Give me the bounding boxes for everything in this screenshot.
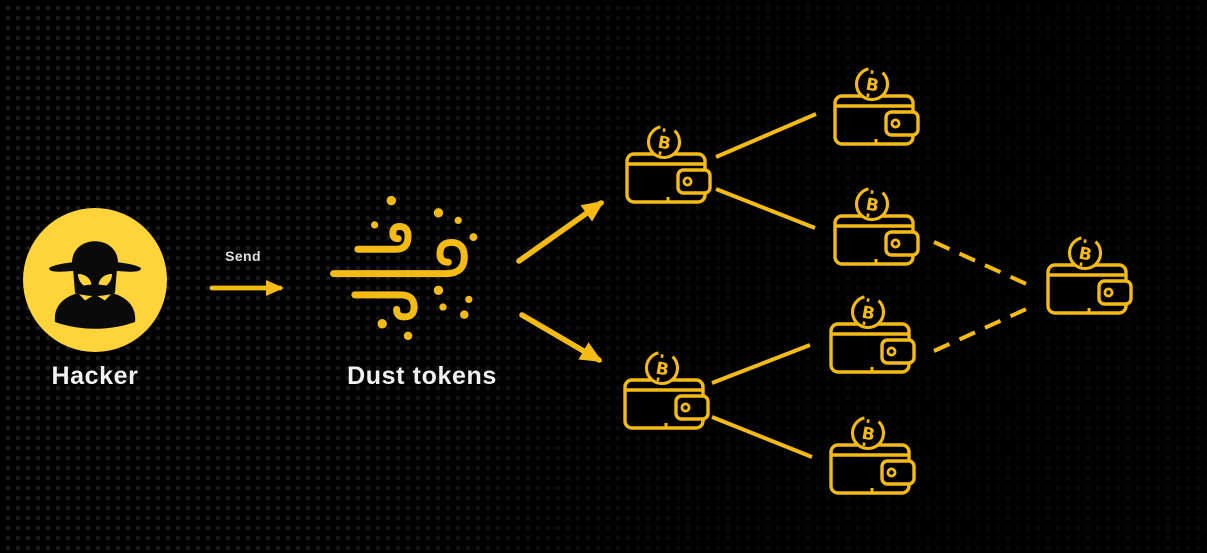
hacker-node (23, 208, 167, 352)
send-label: Send (225, 248, 261, 264)
wallet-right-2 (830, 185, 922, 269)
wallet-final (1043, 234, 1135, 318)
hacker-label: Hacker (51, 362, 139, 390)
wallet-mid-bottom (620, 349, 712, 433)
wind-dust-icon (330, 195, 478, 341)
edge-dust-to-wallet-mid-bottom (519, 312, 603, 363)
wallet-right-1 (830, 65, 922, 149)
dust-tokens-label: Dust tokens (347, 362, 497, 390)
wallet-right-4 (826, 414, 918, 498)
edge-wallet-mid-bottom-to-right-4 (711, 415, 813, 459)
spy-hacker-icon (49, 241, 141, 329)
edge-wallet-right-2-to-final (933, 240, 1034, 289)
edge-dust-to-wallet-mid-top (516, 200, 605, 264)
edge-wallet-mid-bottom-to-right-3 (711, 343, 811, 385)
edge-wallet-mid-top-to-right-2 (715, 187, 816, 230)
wallet-mid-top (622, 123, 714, 207)
edge-wallet-mid-top-to-right-1 (715, 112, 817, 159)
wallet-right-3 (826, 293, 918, 377)
edge-wallet-right-3-to-final (933, 304, 1034, 353)
